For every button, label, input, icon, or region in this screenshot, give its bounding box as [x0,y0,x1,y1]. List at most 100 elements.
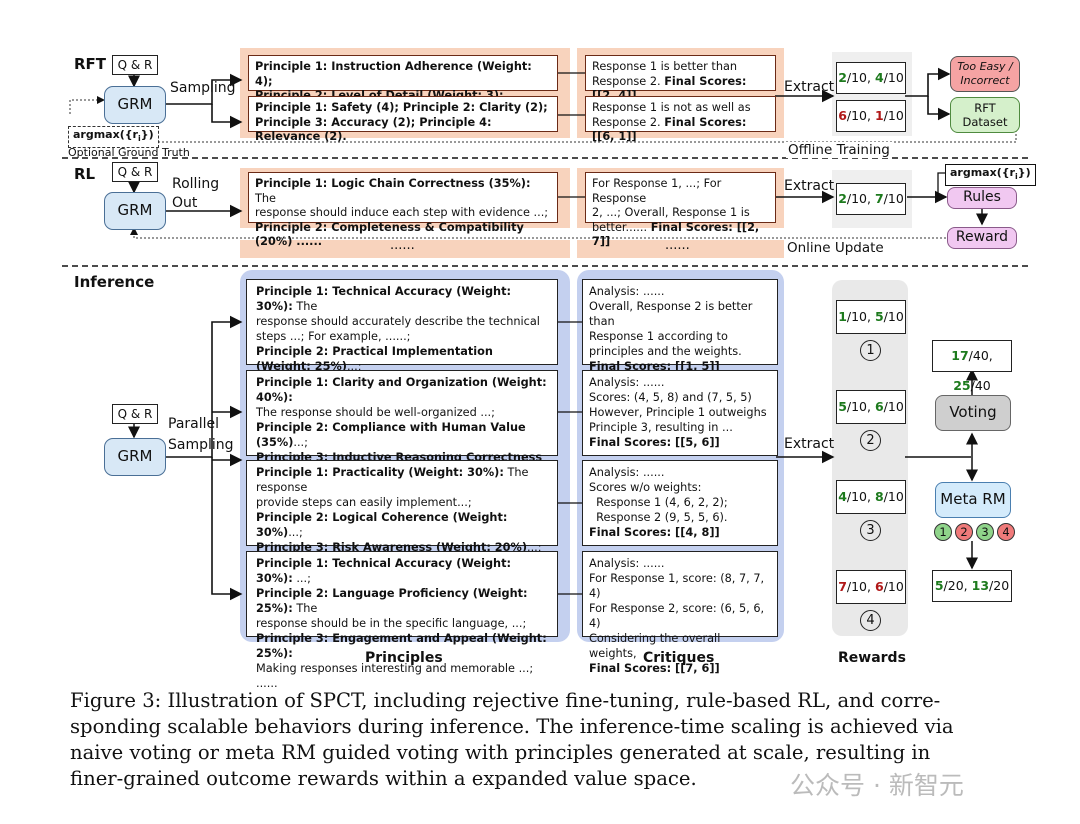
critique-box: Analysis: ...... For Response 1, score: (… [582,551,778,675]
principle-line: Principle 1: Technical Accuracy (Weight:… [256,285,512,313]
rft-qr-box: Q & R [112,55,158,75]
critique-line: Analysis: ...... [589,557,665,570]
voting-result-box: 17/40, 25/40 [932,340,1012,393]
critique-line: For Response 2, score: (6, 5, 6, 4) [589,602,765,630]
rft-extract-label: Extract [784,79,835,95]
rl-dots-panel-1 [240,240,570,258]
rl-grm: GRM [104,192,166,230]
meta-circle-2: 2 [955,523,973,541]
rl-qr-box: Q & R [112,162,158,182]
rl-label: RL [74,165,96,183]
meta-circle-3: 3 [976,523,994,541]
online-update-label: Online Update [787,240,884,256]
rewards-column-title: Rewards [838,650,906,666]
principle-line: Principle 2: Logical Coherence (Weight: … [256,511,508,539]
meta-circle-1: 1 [934,523,952,541]
rft-label: RFT [74,55,107,73]
principle-line: Principle 1: Practicality (Weight: 30%):… [256,466,529,494]
rl-score-box: 2/10, 7/10 [836,183,906,215]
figure-caption: Figure 3: Illustration of SPCT, includin… [70,689,954,790]
critique-line: For Response 1, score: (8, 7, 7, 4) [589,572,765,600]
offline-training-label: Offline Training [786,142,892,158]
critique-line: However, Principle 1 outweighs [589,406,767,419]
rl-principle-box: Principle 1: Logic Chain Correctness (35… [248,172,558,248]
meta-rm-box: Meta RM [935,482,1011,518]
rft-score-box-1: 2/10, 4/10 [836,62,906,94]
principle-line: The response should be well-organized ..… [256,406,495,419]
principle-line: response should accurately describe the … [256,315,540,328]
critique-line: Overall, Response 2 is better than [589,300,753,328]
critique-line: Response 2 (9, 5, 5, 6). [589,511,728,524]
principle-line: Principle 3: Risk Awareness (Weight: 20%… [256,541,542,554]
principle-line: Principle 2: Practical Implementation (W… [256,345,493,373]
rft-ground-truth-label: Optional Ground Truth [68,146,190,159]
too-easy-incorrect-box: Too Easy / Incorrect [950,56,1020,92]
inference-rewards-panel [832,280,908,636]
rft-principle-box-1: Principle 1: Instruction Adherence (Weig… [248,55,558,117]
rft-principle-box-2: Principle 1: Safety (4); Principle 2: Cl… [248,96,558,143]
rft-score-box-2: 6/10, 1/10 [836,100,906,132]
principle-line: Principle 2: Language Proficiency (Weigh… [256,587,528,615]
meta-rm-result-box: 5/20, 13/20 [932,570,1012,602]
principle-line: Making responses interesting and memorab… [256,662,534,690]
rules-box: Rules [947,187,1017,209]
rl-dots-panel-2 [577,240,784,258]
principle-line: provide steps can easily implement...; [256,496,472,509]
critiques-column-title: Critiques [643,650,715,666]
inference-label: Inference [74,273,155,291]
reward-box: Reward [947,227,1017,249]
principle-box: Principle 1: Technical Accuracy (Weight:… [246,551,558,690]
meta-rm-circles: 1 2 3 4 [934,523,1015,541]
principles-column-title: Principles [365,650,443,666]
reward-score-box: 4/10, 8/10 [836,480,906,514]
critique-line: Considering the overall weights, [589,632,721,660]
principle-line: steps ...; For example, ......; [256,330,411,343]
reward-number-circle: 3 [860,520,881,541]
critique-line: Final Scores: [[7, 6]] [589,662,720,675]
critique-box: Analysis: ...... Scores: (4, 5, 8) and (7… [582,370,778,456]
reward-number-circle: 1 [860,340,881,361]
reward-score-box: 1/10, 5/10 [836,300,906,334]
critique-line: Final Scores: [[4, 8]] [589,526,720,539]
rl-extract-label: Extract [784,178,835,194]
principle-line: Principle 1: Clarity and Organization (W… [256,376,547,404]
critique-line: principles and the weights. [589,345,742,358]
reward-number-circle: 2 [860,430,881,451]
watermark: 公众号 · 新智元 [790,771,964,800]
rl-argmax-box: argmax({ri}) [945,164,1036,187]
meta-circle-4: 4 [997,523,1015,541]
rl-rolling-out-label: Rolling Out [172,176,220,211]
critique-line: Scores: (4, 5, 8) and (7, 5, 5) [589,391,752,404]
principle-box: Principle 1: Practicality (Weight: 30%):… [246,460,558,569]
parallel-sampling-label: Parallel Sampling [168,416,234,453]
rl-dots-2: ...... [665,238,690,253]
critique-box: Analysis: ......Overall, Response 2 is b… [582,279,778,373]
principle-line: Principle 1: Technical Accuracy (Weight:… [256,557,512,585]
rft-argmax-box: argmax({ri}) [68,126,159,149]
rft-grm: GRM [104,86,166,124]
critique-line: Analysis: ...... [589,376,665,389]
rl-dots-1: ...... [390,238,415,253]
inference-extract-label: Extract [784,436,835,452]
reward-score-box: 7/10, 6/10 [836,570,906,604]
critique-line: Analysis: ...... [589,466,665,479]
principle-line: Principle 3: Engagement and Appeal (Weig… [256,632,547,660]
inference-qr-box: Q & R [112,404,158,424]
critique-line: Response 1 according to [589,330,728,343]
reward-number-circle: 4 [860,610,881,631]
critique-line: Response 1 (4, 6, 2, 2); [589,496,728,509]
critique-box: Analysis: ......Scores w/o weights: Resp… [582,460,778,546]
critique-line: Final Scores: [[5, 6]] [589,436,720,449]
principle-box: Principle 1: Technical Accuracy (Weight:… [246,279,558,388]
reward-score-box: 5/10, 6/10 [836,390,906,424]
inference-grm: GRM [104,438,166,476]
principle-line: response should be in the specific langu… [256,617,527,630]
critique-line: Final Scores: [[1, 5]] [589,360,720,373]
rft-dataset-box: RFT Dataset [950,97,1020,133]
principle-line: Principle 2: Compliance with Human Value… [256,421,526,449]
principle-box: Principle 1: Clarity and Organization (W… [246,370,558,494]
critique-line: Principle 3, resulting in ... [589,421,733,434]
rft-sampling-label: Sampling [170,80,236,96]
